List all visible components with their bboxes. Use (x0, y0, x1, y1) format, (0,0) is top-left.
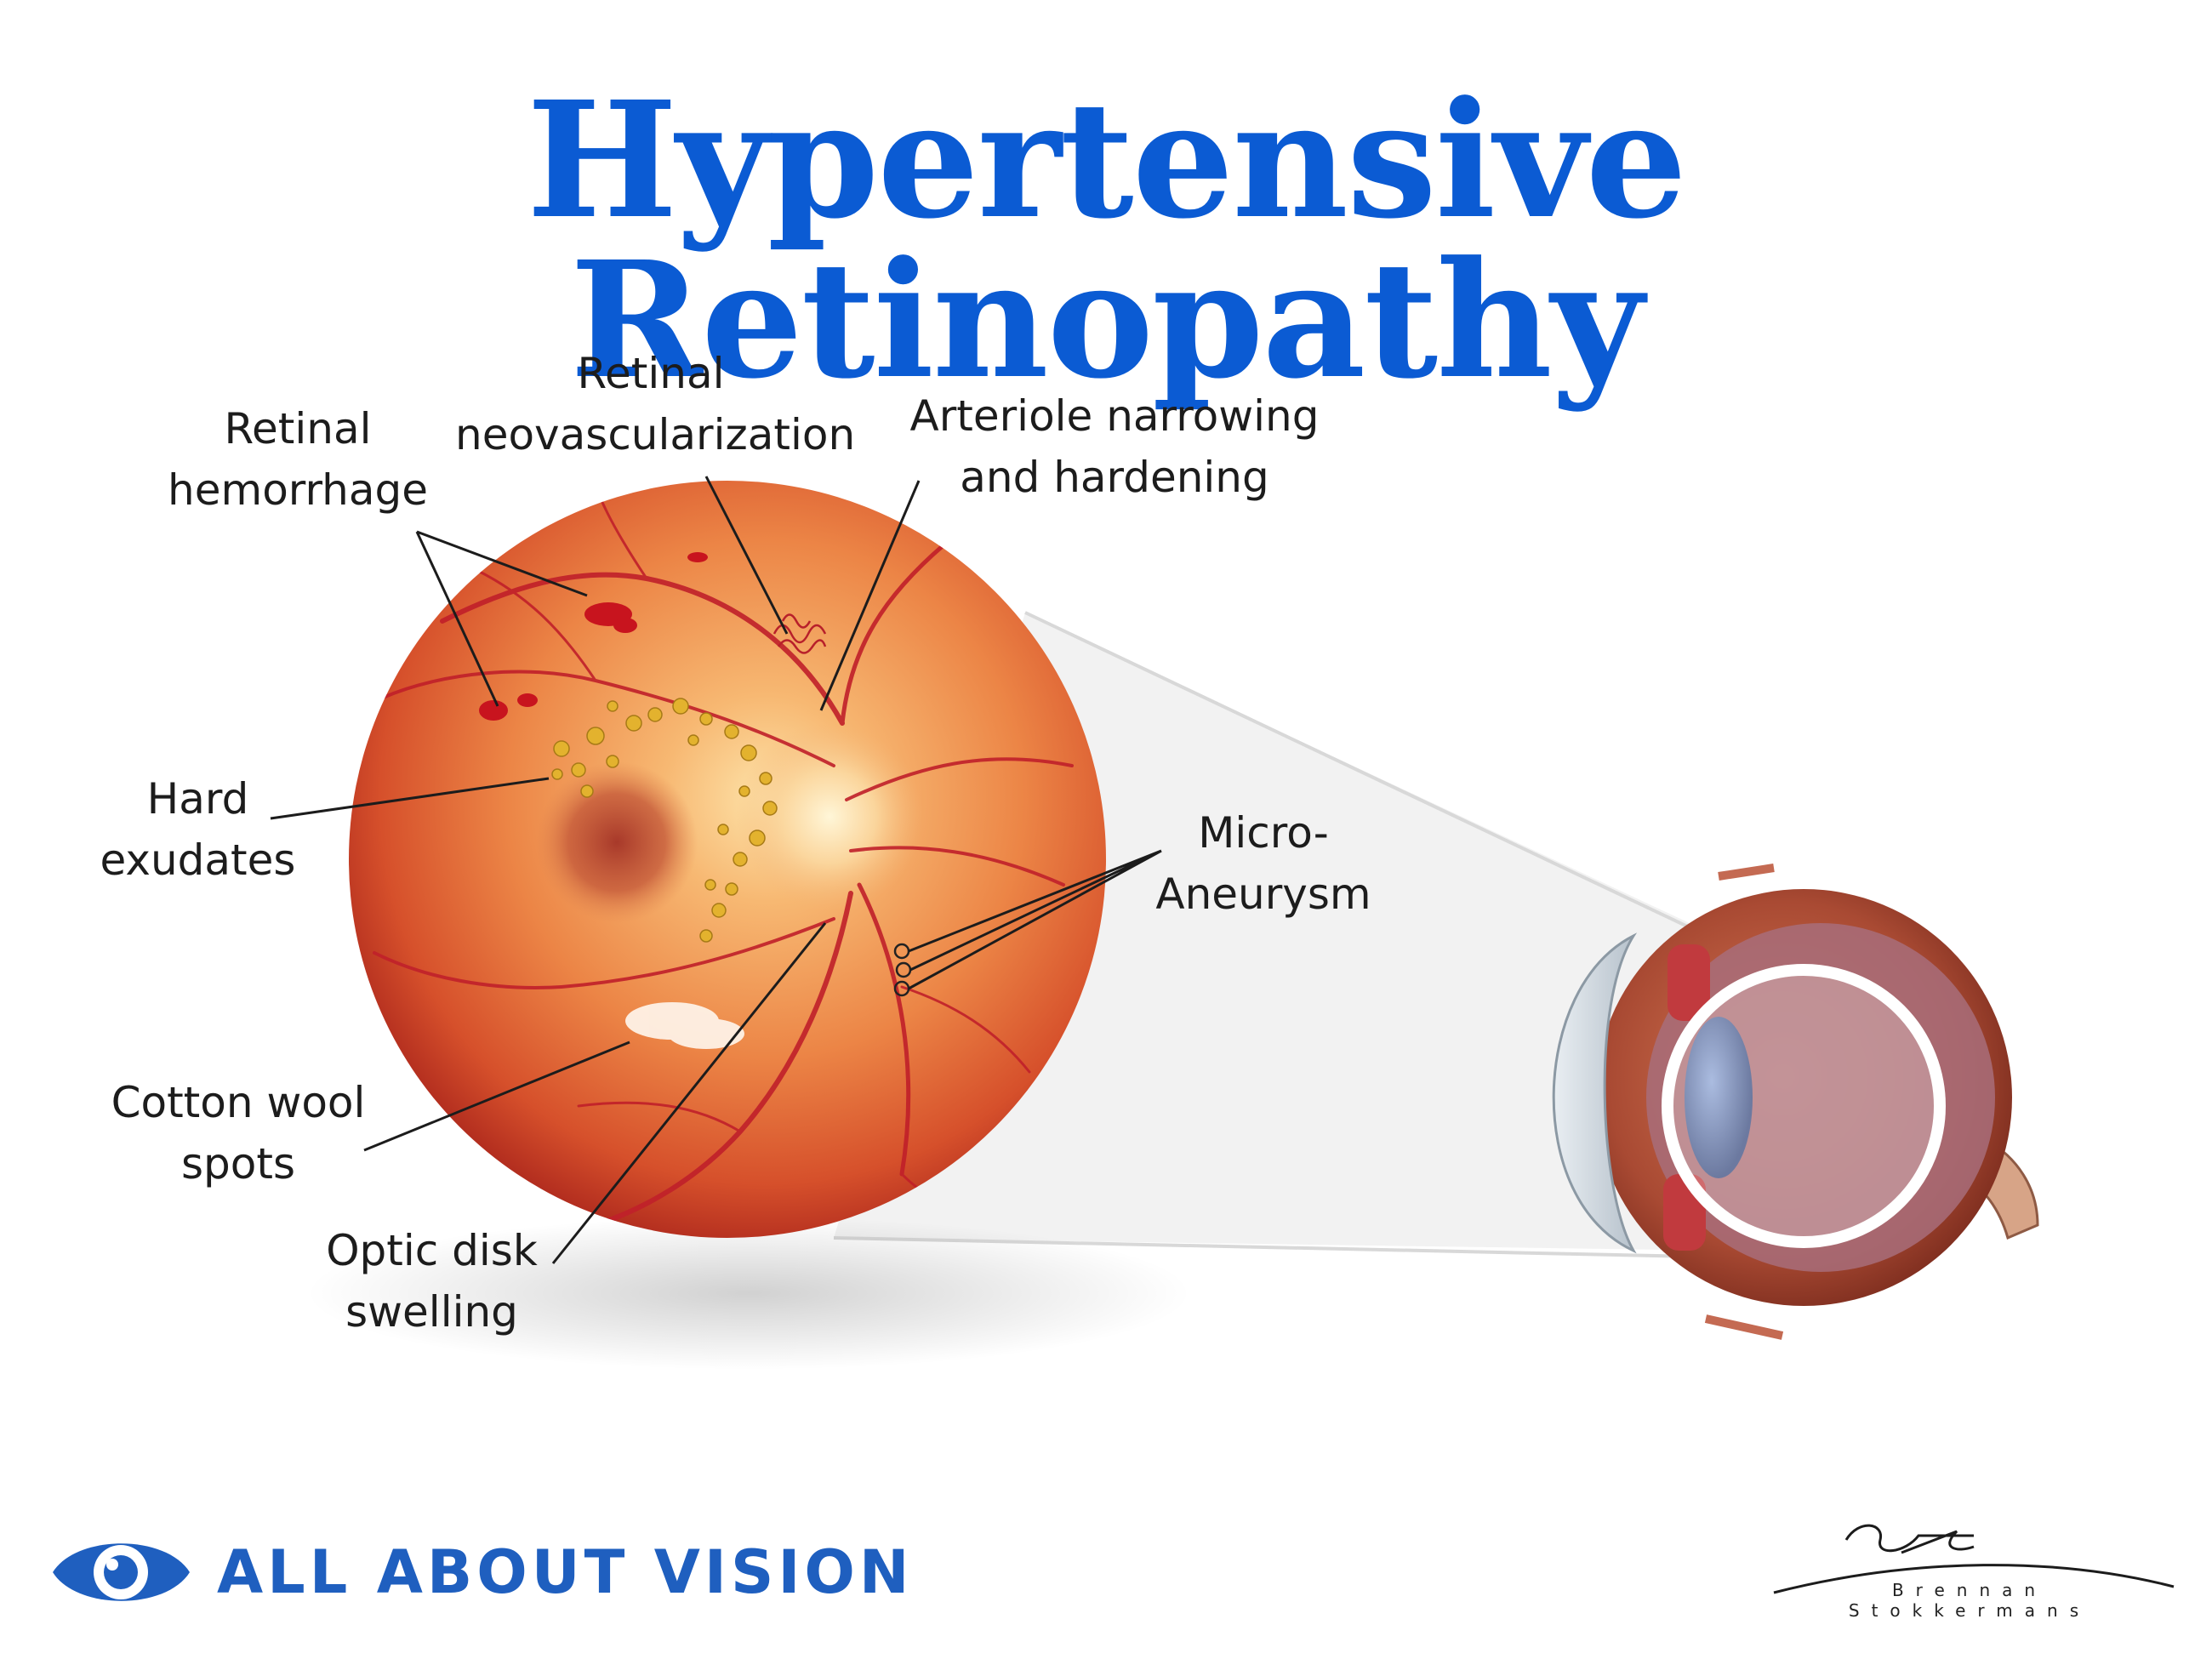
label-line: swelling (345, 1287, 518, 1337)
eye-logo-icon (53, 1543, 190, 1601)
iris-upper (1668, 944, 1710, 1021)
signature-icon (1773, 1524, 2175, 1594)
label-line: neovascularization (455, 410, 856, 459)
leader-lines (270, 476, 1162, 1264)
label-line: Arteriole narrowing (909, 391, 1320, 441)
label-line: Hard (146, 774, 249, 824)
label-retinal-neovascularization: Retinal neovascularization (455, 343, 856, 465)
retina-shadow (306, 1217, 1191, 1370)
label-optic-disk-swelling: Optic disk swelling (319, 1220, 544, 1343)
label-line: Optic disk (326, 1226, 538, 1275)
leader-micro-aneurysm (908, 849, 1162, 990)
retina-fundus (349, 481, 1106, 1238)
label-line: Micro- (1198, 808, 1329, 858)
label-micro-aneurysm: Micro- Aneurysm (1153, 802, 1374, 925)
label-line: Retinal (224, 404, 372, 453)
label-line: exudates (100, 835, 296, 885)
leader-cotton-wool (363, 1040, 630, 1152)
brand-name: ALL ABOUT VISION (217, 1537, 914, 1607)
label-line: hemorrhage (168, 465, 428, 515)
leader-hard-exudates (270, 777, 550, 820)
hard-exudates (551, 698, 778, 943)
page-title: Hypertensive Retinopathy (526, 66, 1687, 414)
leader-hemorrhage (415, 530, 588, 707)
leader-neovascularization (704, 476, 789, 635)
leader-optic-disk (551, 922, 827, 1264)
beam-edge-top (1024, 611, 1762, 963)
cotton-wool-spots (625, 1002, 744, 1049)
eyeball-cross-section (1552, 864, 2039, 1340)
brand-logo: ALL ABOUT VISION (51, 1530, 914, 1615)
label-line: spots (180, 1139, 296, 1189)
label-cotton-wool-spots: Cotton wool spots (106, 1072, 370, 1194)
optic-disc (736, 723, 923, 910)
label-line: Cotton wool (111, 1078, 366, 1127)
label-line: and hardening (960, 453, 1269, 502)
retinal-hemorrhages (479, 552, 708, 721)
sclera-outline (1704, 864, 1784, 1340)
magnified-region-ring (1662, 964, 1946, 1248)
label-hard-exudates: Hard exudates (94, 768, 302, 891)
leader-arteriole (819, 480, 921, 711)
macula (536, 761, 698, 923)
label-line: Aneurysm (1155, 869, 1371, 919)
label-arteriole-narrowing: Arteriole narrowing and hardening (902, 385, 1327, 508)
label-retinal-hemorrhage: Retinal hemorrhage (162, 398, 434, 521)
retinal-vessels (373, 481, 1074, 1228)
label-line: Retinal (577, 349, 725, 398)
cornea (1552, 932, 1638, 1254)
lens (1685, 1017, 1753, 1178)
artist-credit: Brennan Stokkermans (1848, 1580, 2091, 1621)
